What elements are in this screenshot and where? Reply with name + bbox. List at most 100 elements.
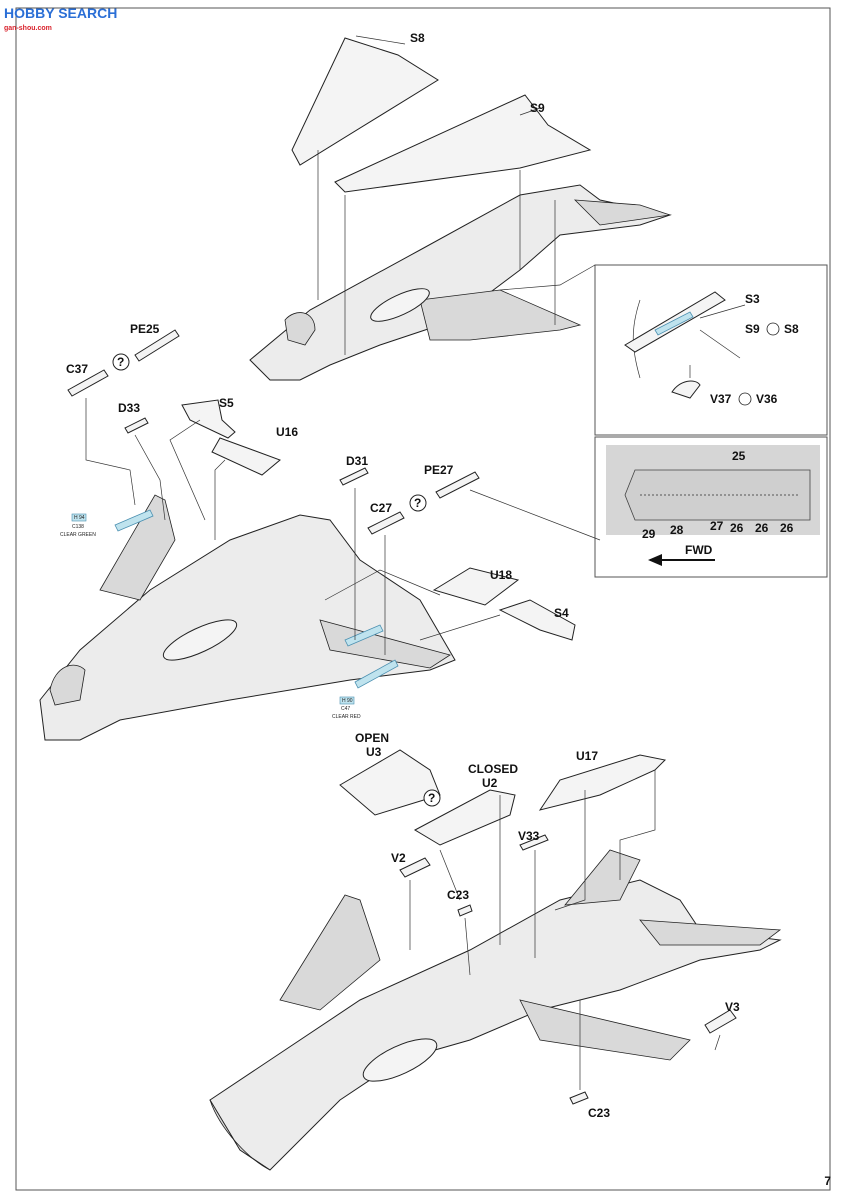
paint-callout-green: H 94 C138 CLEAR GREEN xyxy=(60,513,96,538)
pe-label-26b: 26 xyxy=(755,521,769,535)
top-tailplane xyxy=(573,199,671,226)
part-d33 xyxy=(124,417,149,434)
middle-canopy xyxy=(49,664,86,706)
label-c23: C23 xyxy=(447,888,469,902)
part-u3-open xyxy=(339,749,441,816)
question-mark: ? xyxy=(428,791,435,805)
top-canopy-frame xyxy=(284,312,316,346)
detail-clear-part xyxy=(654,311,694,336)
bottom-fin xyxy=(564,849,641,906)
part-pe27 xyxy=(435,471,480,499)
top-intake xyxy=(370,288,430,322)
detail-inset: S3 S9 S8 V37 V36 xyxy=(499,264,828,436)
label-s8-detail: S8 xyxy=(784,322,799,336)
label-d33: D33 xyxy=(118,401,140,415)
label-u17: U17 xyxy=(576,749,598,763)
label-c37: C37 xyxy=(66,362,88,376)
part-v3 xyxy=(704,1009,737,1034)
question-mark: ? xyxy=(414,496,421,510)
fwd-arrow-head xyxy=(648,554,662,566)
part-u2-closed xyxy=(413,789,516,846)
middle-airframe xyxy=(39,514,456,741)
label-u18: U18 xyxy=(490,568,512,582)
swap-icon xyxy=(766,322,780,336)
part-v2 xyxy=(399,857,431,878)
part-c37 xyxy=(67,369,109,397)
part-s8-panel xyxy=(291,37,439,166)
label-s9-detail: S9 xyxy=(745,322,760,336)
part-c23-lower xyxy=(569,1091,589,1105)
pe-label-29: 29 xyxy=(642,527,656,541)
bottom-nose xyxy=(209,1099,271,1171)
label-d31: D31 xyxy=(346,454,368,468)
part-pe25 xyxy=(134,329,180,362)
label-u16: U16 xyxy=(276,425,298,439)
part-u16 xyxy=(211,437,281,476)
middle-intake xyxy=(162,619,238,661)
label-v36: V36 xyxy=(756,392,778,406)
pe-label-28: 28 xyxy=(670,523,684,537)
svg-text:H 90: H 90 xyxy=(342,698,353,704)
top-wing-underside xyxy=(419,289,582,341)
label-v3: V3 xyxy=(725,1000,740,1014)
top-airframe xyxy=(249,184,672,381)
question-mark: ? xyxy=(117,355,124,369)
bottom-wing-left xyxy=(279,894,381,1011)
label-u2: U2 xyxy=(482,776,498,790)
clear-green-light xyxy=(114,509,154,532)
label-closed: CLOSED xyxy=(468,762,518,776)
part-c23 xyxy=(457,904,473,917)
label-s5: S5 xyxy=(219,396,234,410)
part-c27 xyxy=(367,511,405,535)
bottom-wing-right xyxy=(519,999,691,1061)
label-v37: V37 xyxy=(710,392,732,406)
svg-text:CLEAR GREEN: CLEAR GREEN xyxy=(60,532,96,538)
label-s4: S4 xyxy=(554,606,569,620)
label-pe27: PE27 xyxy=(424,463,454,477)
pe-label-25: 25 xyxy=(732,449,746,463)
svg-text:CLEAR RED: CLEAR RED xyxy=(332,714,361,720)
part-s4 xyxy=(498,599,576,641)
svg-text:H 94: H 94 xyxy=(74,515,85,521)
svg-text:C138: C138 xyxy=(72,524,84,530)
pe-label-27: 27 xyxy=(710,519,724,533)
detail-inset-frame xyxy=(594,264,828,436)
page-border xyxy=(15,7,831,1191)
part-u18 xyxy=(432,567,520,606)
optional-part-icon xyxy=(423,789,441,807)
middle-fin xyxy=(99,494,176,601)
detail-v37-part xyxy=(671,380,701,399)
clear-light-lower xyxy=(354,659,399,689)
label-v33: V33 xyxy=(518,829,540,843)
top-assembly: S8 S9 xyxy=(249,31,672,381)
label-u3: U3 xyxy=(366,745,382,759)
part-v33 xyxy=(519,834,549,851)
optional-part-icon xyxy=(409,494,427,512)
watermark-url: gan-shou.com xyxy=(4,25,52,32)
label-c27: C27 xyxy=(370,501,392,515)
bottom-assembly: ? OPEN U3 CLOSED U2 U17 V33 V2 C23 V3 C2… xyxy=(209,731,782,1171)
bottom-tailplane xyxy=(639,919,782,946)
label-s8: S8 xyxy=(410,31,425,45)
part-s9-panel xyxy=(334,94,592,193)
bottom-exhaust xyxy=(362,1038,438,1082)
label-s3: S3 xyxy=(745,292,760,306)
watermark: HOBBY SEARCH gan-shou.com xyxy=(4,5,117,32)
svg-text:C47: C47 xyxy=(341,706,350,712)
middle-assembly: ? ? PE25 C37 D33 S5 U16 D31 PE27 C27 U18… xyxy=(39,322,601,741)
bottom-airframe xyxy=(209,879,782,1171)
watermark-logo: HOBBY SEARCH xyxy=(4,5,117,21)
pe-fret-frame xyxy=(594,436,828,578)
part-s5 xyxy=(181,399,236,439)
label-c23-lower: C23 xyxy=(588,1106,610,1120)
page-number: 7 xyxy=(824,1174,831,1188)
part-d31 xyxy=(339,467,369,486)
clear-red-light xyxy=(344,624,384,647)
label-fwd: FWD xyxy=(685,543,713,557)
label-s9: S9 xyxy=(530,101,545,115)
label-open: OPEN xyxy=(355,731,389,745)
pe-fret-inset: 25 27 26 26 26 28 29 FWD xyxy=(594,436,828,578)
pe-label-26a: 26 xyxy=(730,521,744,535)
